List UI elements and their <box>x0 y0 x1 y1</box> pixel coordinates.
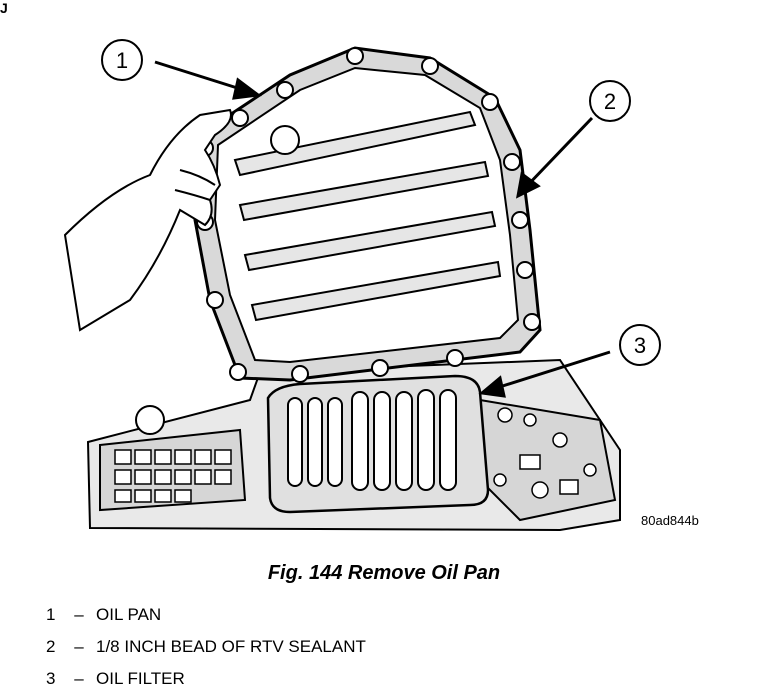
svg-text:1: 1 <box>116 48 128 73</box>
legend-item: 1–OIL PAN <box>46 605 162 624</box>
oil-filter <box>266 374 490 514</box>
legend-item: 2–1/8 INCH BEAD OF RTV SEALANT <box>46 637 366 656</box>
legend-item: 3–OIL FILTER <box>46 669 185 688</box>
oil-pan <box>190 46 542 383</box>
hand <box>63 108 232 332</box>
figure-code: 80ad844b <box>641 513 699 528</box>
figure-caption: Fig. 144 Remove Oil Pan <box>267 562 501 584</box>
svg-text:2: 2 <box>604 89 616 114</box>
callout-1: 1 <box>101 39 143 81</box>
callout-arrows <box>154 60 611 398</box>
oil-pan-illustration: 1 2 3 <box>63 39 661 532</box>
callout-2: 2 <box>589 80 631 122</box>
callout-3: 3 <box>619 324 661 366</box>
corner-mark: J <box>0 0 8 16</box>
svg-text:3: 3 <box>634 333 646 358</box>
legend: 1–OIL PAN 2–1/8 INCH BEAD OF RTV SEALANT… <box>46 600 366 696</box>
